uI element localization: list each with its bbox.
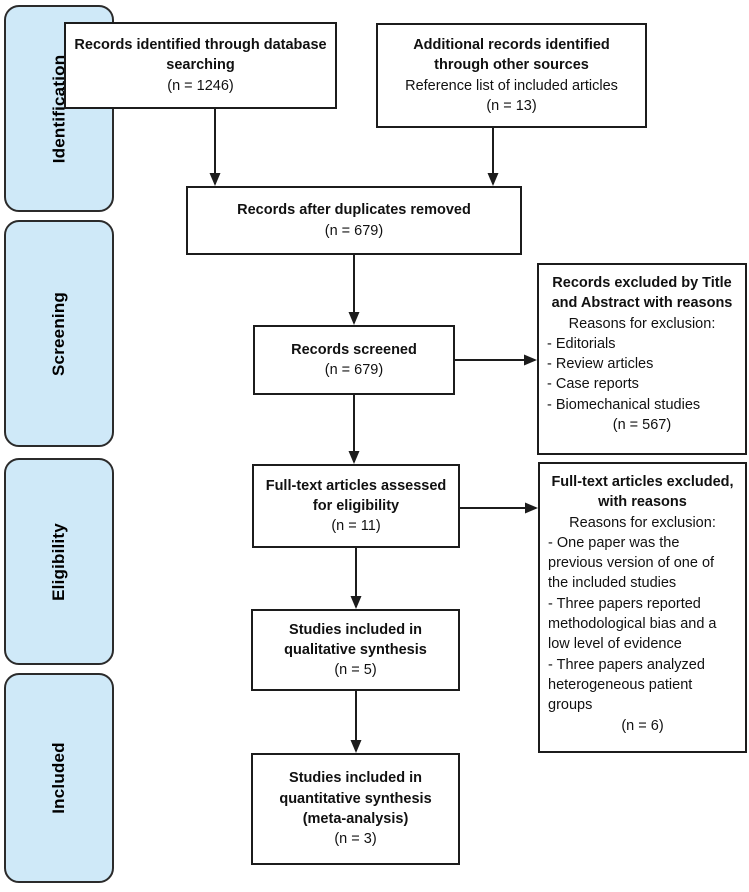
box-count: (n = 13) [486,97,537,114]
box-title: Studies included in qualitative synthesi… [284,621,427,658]
reasons-label: Reasons for exclusion: [569,514,716,531]
box-count: (n = 3) [334,831,377,848]
reasons-label: Reasons for exclusion: [568,315,716,332]
box-excluded-title-abstract: Records excluded by Title and Abstract w… [537,263,747,455]
box-subtitle: Reference list of included articles [405,77,618,94]
reason-item: - One paper was the previous version of … [548,534,715,592]
reason-item: - Editorials [547,335,616,352]
reason-item: - Three papers reported methodological b… [548,595,717,653]
reason-item: - Biomechanical studies [547,396,701,413]
box-title: Full-text articles excluded, with reason… [551,474,734,511]
reason-item: - Case reports [547,376,639,393]
box-fulltext-excluded: Full-text articles excluded, with reason… [538,462,747,753]
box-count: (n = 11) [331,518,381,535]
box-count: (n = 5) [334,662,377,679]
reasons-list: - One paper was the previous version of … [548,533,737,716]
reason-item: - Review articles [547,356,654,373]
box-title: Records identified through database sear… [74,37,327,74]
box-title: Studies included in quantitative synthes… [279,770,432,827]
sidebar-section-screening: Screening [4,220,114,447]
box-records-identified: Records identified through database sear… [64,22,337,109]
box-title: Records excluded by Title and Abstract w… [551,275,733,312]
box-count: (n = 679) [324,222,384,239]
box-quantitative-synthesis: Studies included in quantitative synthes… [251,753,460,865]
box-title: Records screened [291,341,417,358]
box-records-screened: Records screened (n = 679) [253,325,455,395]
box-count: (n = 1246) [167,77,234,94]
reasons-list: - Editorials - Review articles - Case re… [547,334,737,415]
reason-item: - Three papers analyzed heterogeneous pa… [548,656,705,714]
box-qualitative-synthesis: Studies included in qualitative synthesi… [251,609,460,691]
box-count: (n = 567) [612,417,672,434]
box-duplicates-removed: Records after duplicates removed (n = 67… [186,186,522,255]
sidebar-section-eligibility: Eligibility [4,458,114,665]
sidebar-label: Eligibility [48,522,68,601]
box-fulltext-assessed: Full-text articles assessed for eligibil… [252,464,460,548]
box-title: Records after duplicates removed [237,202,471,219]
box-count: (n = 6) [621,717,664,734]
box-additional-records: Additional records identified through ot… [376,23,647,128]
box-title: Additional records identified through ot… [413,36,610,74]
sidebar-label: Screening [49,291,68,376]
sidebar-section-included: Included [4,673,114,883]
box-count: (n = 679) [324,362,384,378]
box-title: Full-text articles assessed for eligibil… [265,477,447,514]
sidebar-label: Included [49,742,68,814]
